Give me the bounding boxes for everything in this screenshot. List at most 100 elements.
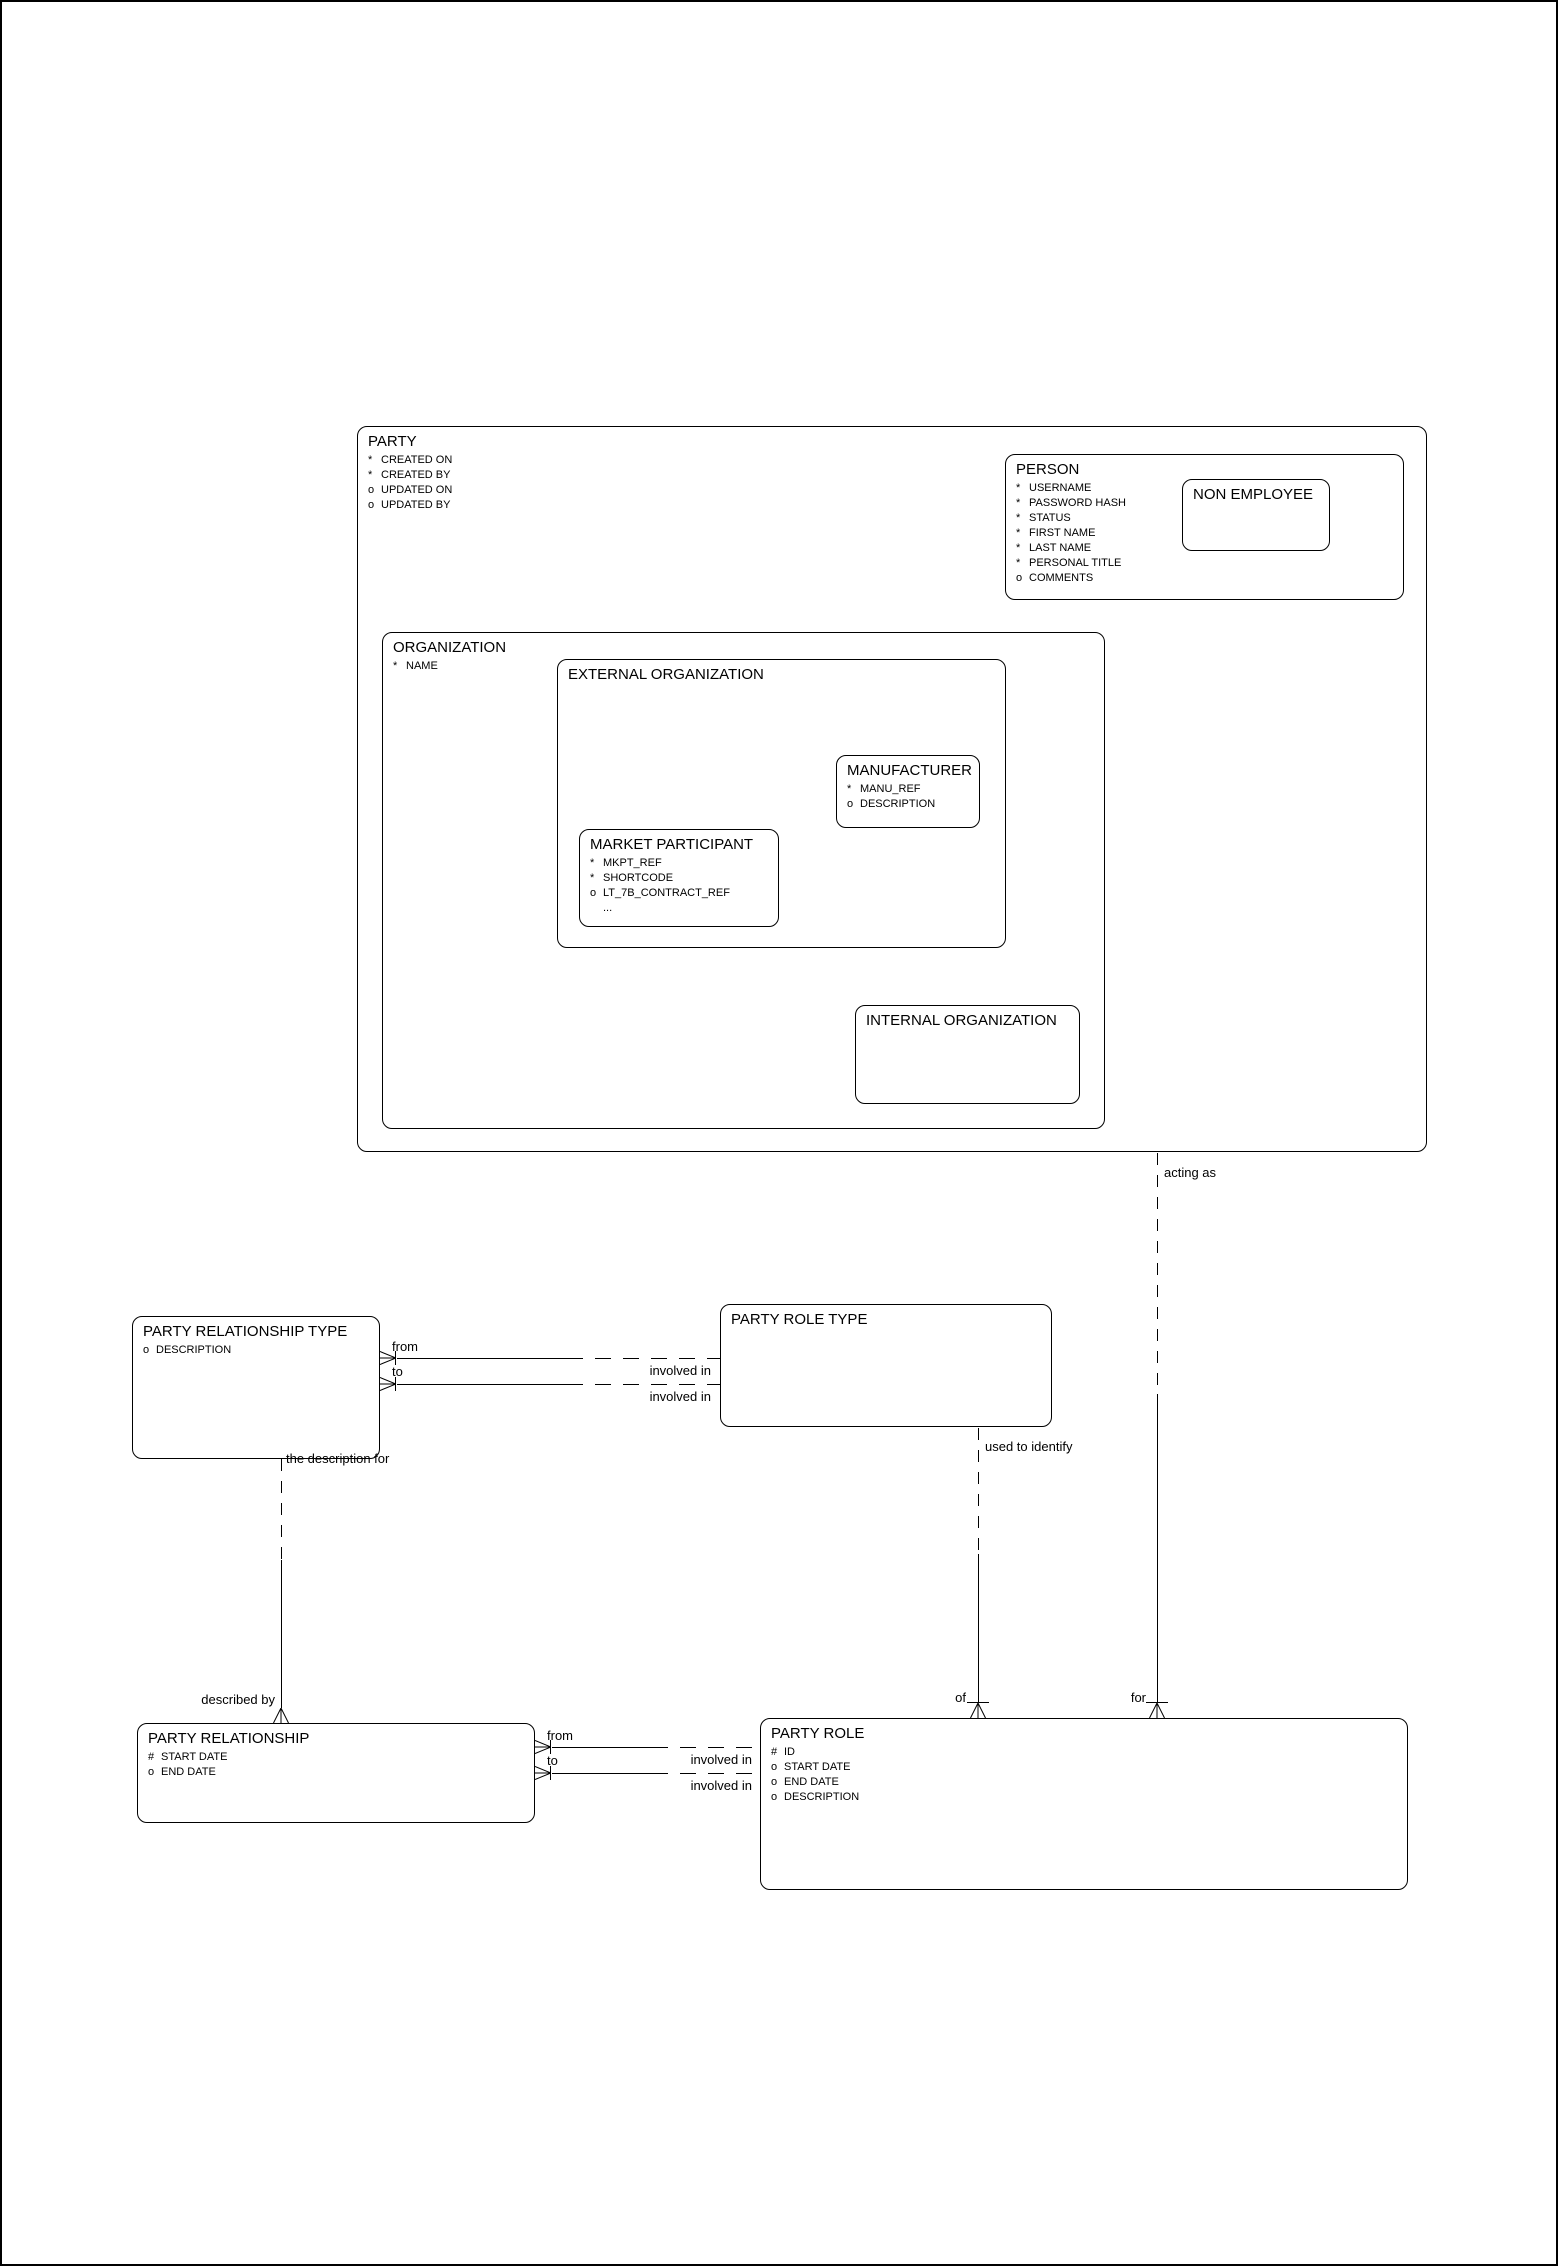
entity-market-participant[interactable]: MARKET PARTICIPANT *MKPT_REF *SHORTCODE … — [579, 829, 779, 927]
entity-title: PARTY — [368, 433, 417, 450]
connector-type-to-solid-segment — [397, 1384, 567, 1385]
crow-foot-icon — [535, 1766, 551, 1780]
relationship-label-the-description-for: the description for — [286, 1451, 390, 1466]
attribute-row: *USERNAME — [1016, 481, 1403, 496]
attribute-label: STATUS — [1029, 512, 1071, 524]
entity-title: PARTY ROLE — [771, 1725, 865, 1742]
relationship-label-from: from — [392, 1339, 418, 1354]
attribute-marker: * — [590, 857, 595, 869]
attribute-list: * MKPT_REF *SHORTCODE o LT_7B_CONTRACT_REF… — [580, 854, 778, 916]
connector-acting-as-dashed-segment — [1157, 1153, 1158, 1394]
entity-title: PERSON — [1016, 461, 1080, 478]
attribute-label: PERSONAL TITLE — [1029, 557, 1122, 569]
attribute-marker: o — [771, 1776, 778, 1788]
crow-foot-icon — [535, 1740, 551, 1754]
attribute-row: ... — [590, 901, 778, 916]
entity-title: INTERNAL ORGANIZATION — [866, 1012, 1057, 1029]
attribute-marker: o — [143, 1344, 150, 1356]
attribute-marker: * — [847, 783, 852, 795]
attribute-marker: o — [148, 1766, 155, 1778]
connector-description-for-dashed-segment — [281, 1459, 282, 1560]
connector-used-to-identify-solid-segment — [978, 1554, 979, 1703]
attribute-row: * MKPT_REF — [590, 856, 778, 871]
crow-foot-icon — [1149, 1703, 1165, 1718]
attribute-row: o DESCRIPTION — [771, 1790, 1407, 1805]
entity-party-role-type[interactable]: PARTY ROLE TYPE — [720, 1304, 1052, 1427]
crow-foot-icon — [273, 1708, 289, 1723]
attribute-marker: o — [771, 1761, 778, 1773]
cardinality-tick — [395, 1351, 396, 1365]
attribute-row: *NAME — [393, 659, 1104, 674]
relationship-label-involved-in: involved in — [690, 1752, 752, 1767]
attribute-row: * STATUS — [1016, 511, 1403, 526]
attribute-marker: # — [771, 1746, 778, 1758]
connector-rel-from-solid-segment — [552, 1747, 652, 1748]
attribute-marker: * — [1016, 527, 1021, 539]
attribute-marker: * — [393, 660, 398, 672]
attribute-list: *USERNAME *PASSWORD HASH *STATUS *FIRST … — [1006, 479, 1403, 586]
attribute-list: o DESCRIPTION — [133, 1341, 379, 1358]
attribute-label: MANU_REF — [860, 783, 921, 795]
attribute-marker: o — [847, 798, 854, 810]
attribute-label: CREATED BY — [381, 469, 451, 481]
attribute-row: *LAST NAME — [1016, 541, 1403, 556]
relationship-label-to: to — [392, 1364, 403, 1379]
attribute-marker: * — [1016, 512, 1021, 524]
attribute-marker: o — [590, 887, 597, 899]
attribute-marker: o — [771, 1791, 778, 1803]
attribute-row: * MANU_REF — [847, 782, 979, 797]
attribute-label: ID — [784, 1746, 795, 1758]
entity-internal-organization[interactable]: INTERNAL ORGANIZATION — [855, 1005, 1080, 1104]
attribute-row: #START DATE — [148, 1750, 534, 1765]
attribute-list: *NAME — [383, 657, 1104, 674]
attribute-label: SHORTCODE — [603, 872, 674, 884]
crow-foot-icon — [380, 1377, 396, 1391]
attribute-label: PASSWORD HASH — [1029, 497, 1126, 509]
attribute-label: ... — [603, 902, 613, 914]
attribute-row: *CREATED ON — [368, 453, 1426, 468]
attribute-label: FIRST NAME — [1029, 527, 1096, 539]
attribute-row: *PASSWORD HASH — [1016, 496, 1403, 511]
entity-title: MANUFACTURER — [847, 762, 973, 779]
cardinality-tick — [1146, 1702, 1168, 1703]
attribute-label: START DATE — [161, 1751, 228, 1763]
attribute-row: * FIRST NAME — [1016, 526, 1403, 541]
cardinality-tick — [395, 1377, 396, 1391]
connector-rel-from-dashed-segment — [652, 1747, 760, 1748]
attribute-row: * PERSONAL TITLE — [1016, 556, 1403, 571]
connector-rel-to-solid-segment — [552, 1773, 652, 1774]
attribute-marker: * — [368, 469, 373, 481]
attribute-label: START DATE — [784, 1761, 851, 1773]
entity-title: PARTY ROLE TYPE — [731, 1311, 868, 1328]
attribute-row: *SHORTCODE — [590, 871, 778, 886]
connector-used-to-identify-dashed-segment — [978, 1428, 979, 1554]
attribute-marker: * — [1016, 482, 1021, 494]
cardinality-tick — [550, 1766, 551, 1780]
attribute-label: DESCRIPTION — [784, 1791, 860, 1803]
attribute-row: * CREATED BY — [368, 468, 1426, 483]
attribute-label: CREATED ON — [381, 454, 453, 466]
cardinality-tick — [967, 1702, 989, 1703]
attribute-marker: * — [1016, 557, 1021, 569]
relationship-label-acting-as: acting as — [1164, 1165, 1217, 1180]
attribute-label: DESCRIPTION — [156, 1344, 232, 1356]
attribute-label: MKPT_REF — [603, 857, 662, 869]
attribute-row: # ID — [771, 1745, 1407, 1760]
attribute-label: LT_7B_CONTRACT_REF — [603, 887, 730, 899]
attribute-list: #START DATE o END DATE — [138, 1748, 534, 1780]
attribute-label: END DATE — [784, 1776, 839, 1788]
entity-non-employee[interactable]: NON EMPLOYEE — [1182, 479, 1330, 551]
attribute-row: o LT_7B_CONTRACT_REF — [590, 886, 778, 901]
cardinality-tick — [550, 1740, 551, 1754]
attribute-label: END DATE — [161, 1766, 216, 1778]
